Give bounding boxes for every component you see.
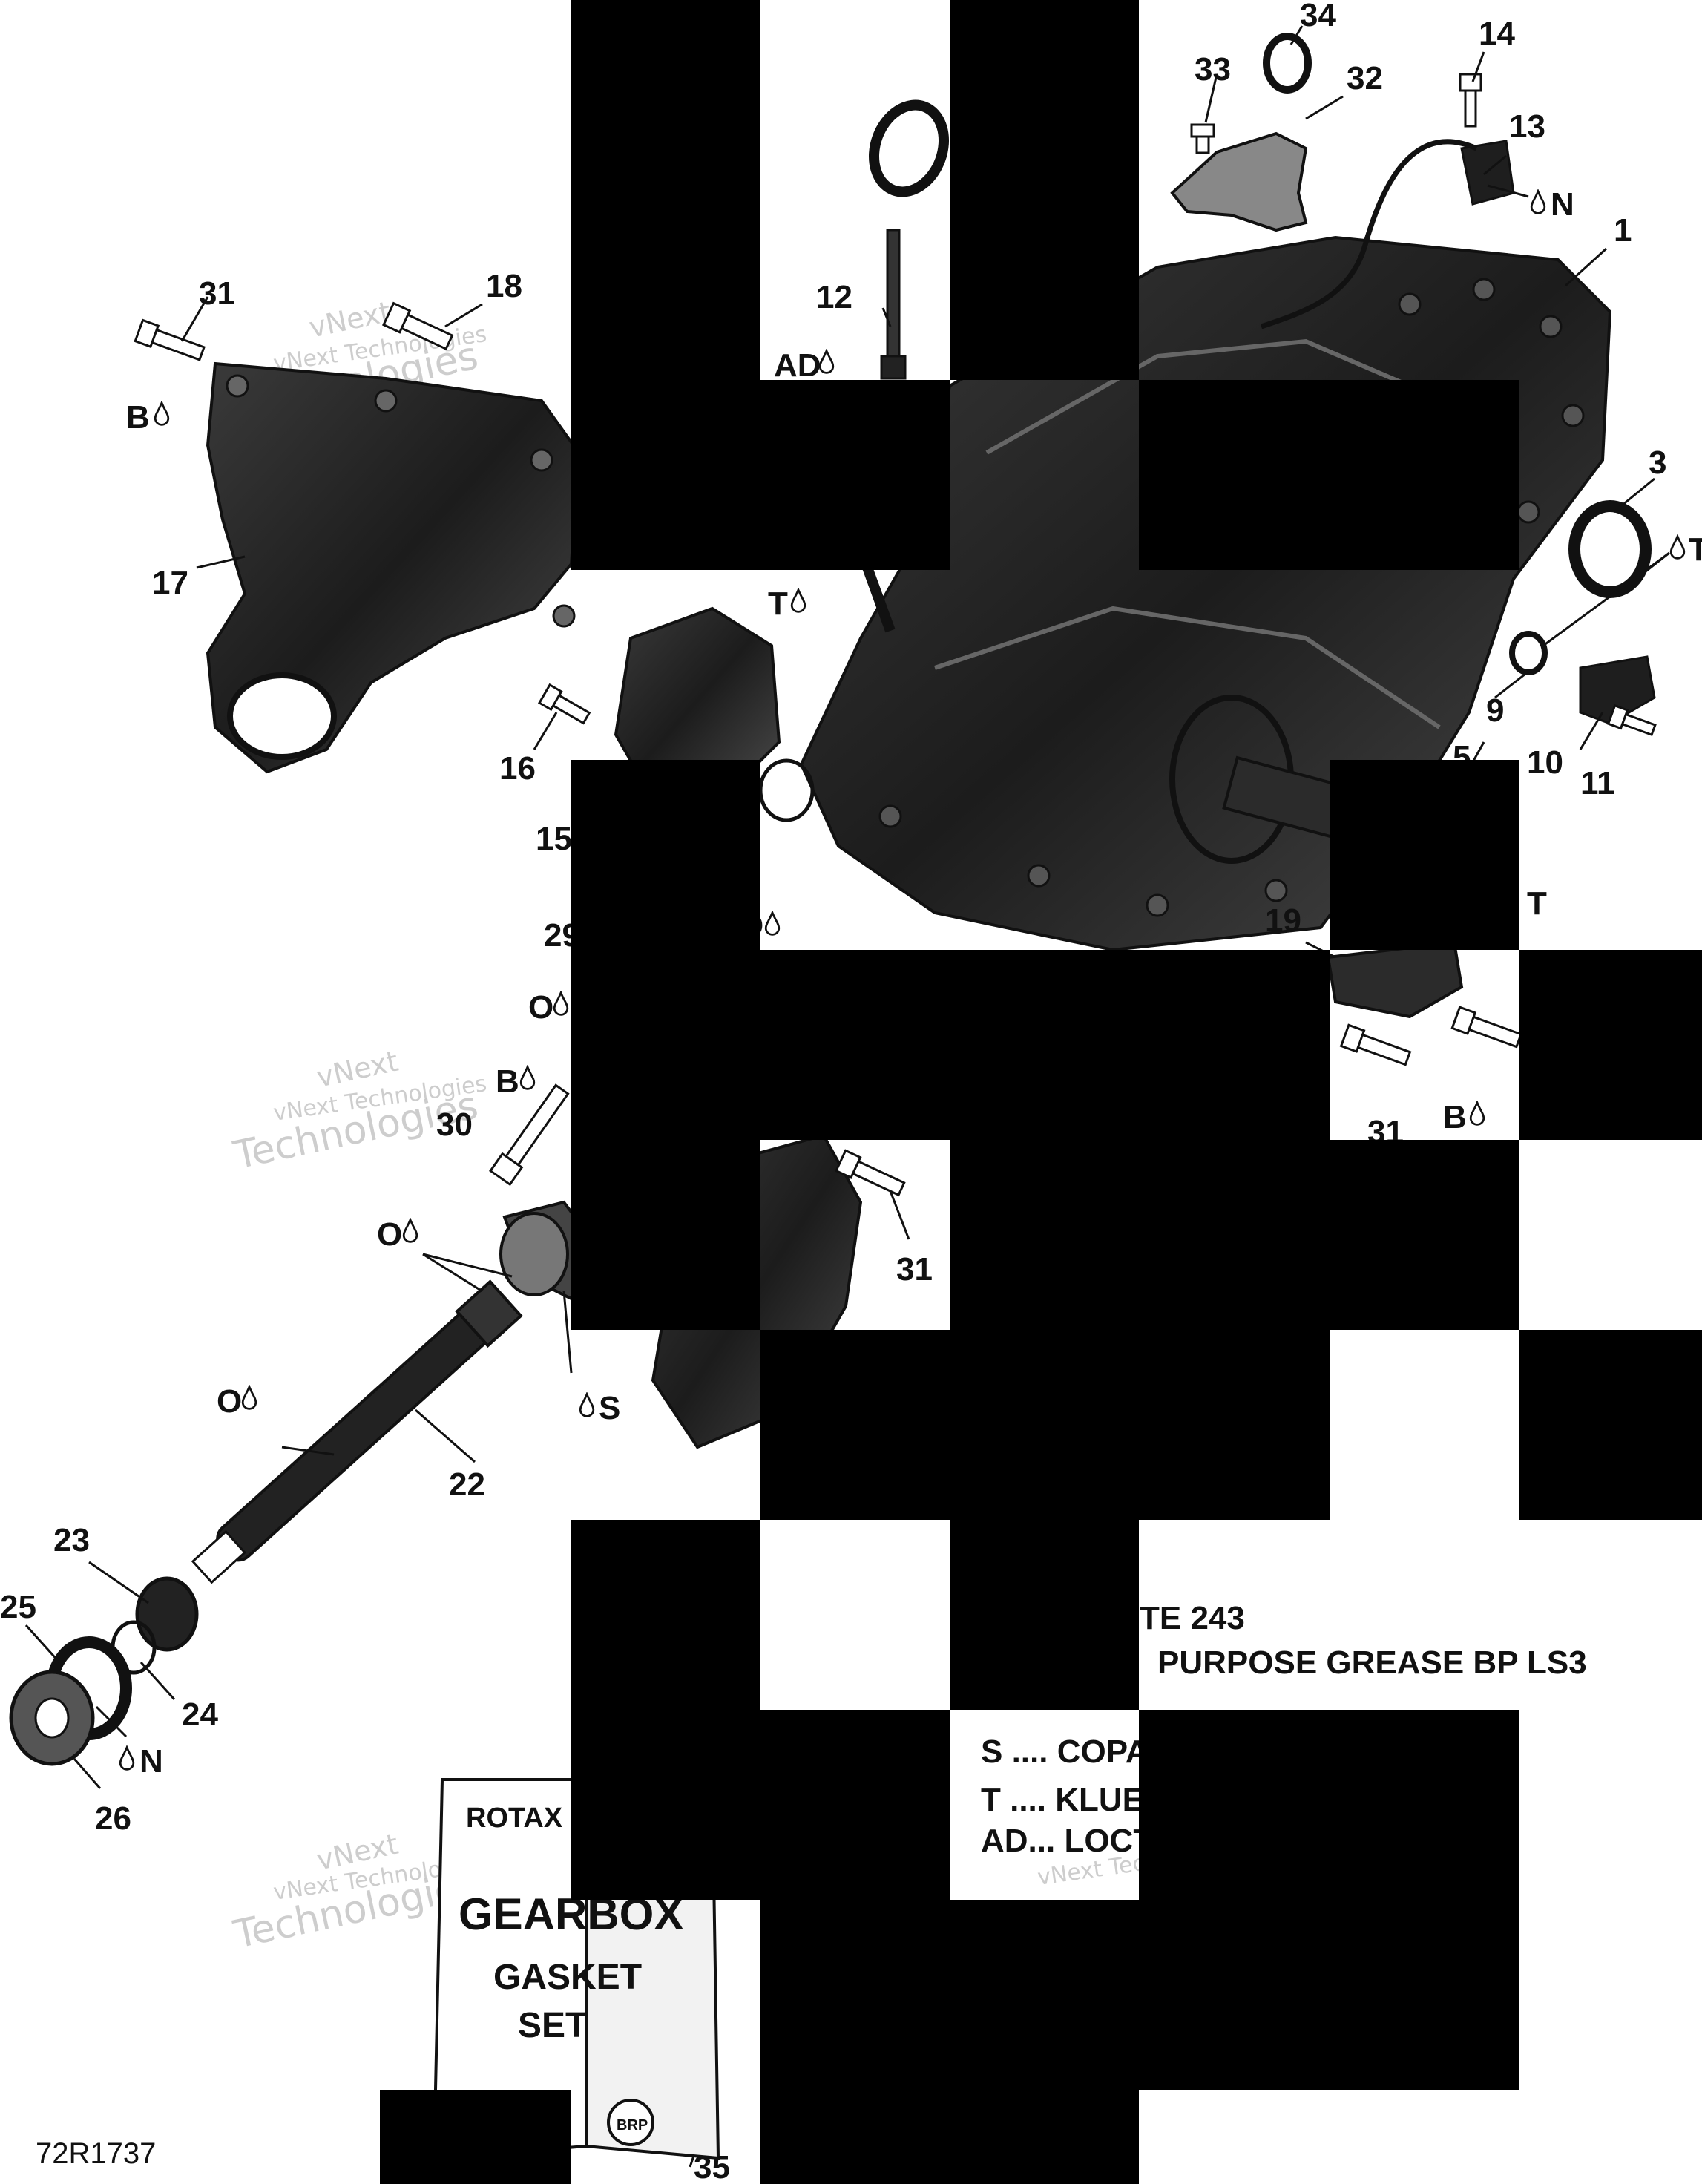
- drive-shaft: [191, 1279, 523, 1584]
- lube-mark-o: O: [377, 1216, 402, 1253]
- bolt: [134, 318, 206, 361]
- bolt: [537, 683, 591, 725]
- drop-icon: [764, 911, 781, 936]
- callout-3: 3: [1649, 445, 1666, 481]
- callout-10: 10: [1527, 744, 1563, 781]
- drop-icon: [402, 1219, 418, 1243]
- callout-31: 31: [896, 1251, 933, 1288]
- bolt: [1450, 1006, 1522, 1049]
- gasket-line-1: GASKET: [493, 1958, 642, 1997]
- shaft-seal: [135, 1576, 199, 1652]
- engine-mount-left: [206, 361, 581, 774]
- callout-25: 25: [0, 1589, 36, 1625]
- callout-12: 12: [816, 279, 852, 315]
- legend-line: PURPOSE GREASE BP LS3: [1157, 1644, 1587, 1681]
- callout-13: 13: [1509, 108, 1545, 145]
- lube-mark-t: T: [768, 586, 788, 622]
- gasket-line-2: SET: [518, 2006, 587, 2045]
- drop-icon: [1669, 535, 1686, 560]
- drop-icon: [790, 588, 806, 613]
- redaction-blocks: [380, 0, 1702, 2184]
- lube-mark-t: T: [1689, 531, 1702, 568]
- lube-mark-n: N: [139, 1743, 163, 1780]
- bolt: [834, 1149, 906, 1197]
- oil-seal: [868, 99, 950, 197]
- drop-icon: [579, 1393, 595, 1417]
- callout-23: 23: [53, 1522, 90, 1558]
- oil-seal: [1568, 500, 1652, 598]
- bolt: [488, 1083, 570, 1187]
- lifting-eye: [1263, 33, 1312, 94]
- callout-17: 17: [152, 565, 188, 601]
- bolt: [1606, 704, 1657, 737]
- gasket-brand: ROTAX: [466, 1803, 563, 1834]
- lube-mark-s: S: [599, 1390, 620, 1426]
- callout-22: 22: [449, 1466, 485, 1503]
- lube-mark-t: T: [1527, 885, 1547, 922]
- legend-line: TE 243: [1140, 1600, 1245, 1636]
- drop-icon: [553, 991, 569, 1016]
- lube-mark-b: B: [126, 399, 150, 436]
- callout-9: 9: [1486, 692, 1504, 729]
- callout-18: 18: [486, 268, 522, 304]
- leader-lines: [24, 25, 1670, 1789]
- callout-32: 32: [1347, 60, 1383, 96]
- legend-line: T .... KLUEB: [981, 1782, 1168, 1818]
- engine-mount-right: [1326, 940, 1464, 1019]
- drop-icon: [154, 401, 170, 426]
- bolt: [1459, 73, 1482, 128]
- callouts: 1 3 5 9 10 11 12 13 14 15 16 17 18 19 22…: [0, 0, 1666, 2184]
- speed-sensor: [1579, 655, 1656, 725]
- drop-icon: [241, 1386, 257, 1410]
- callout-16: 16: [499, 750, 536, 787]
- callout-34: 34: [1300, 0, 1336, 33]
- drop-icon: [1469, 1101, 1485, 1126]
- diagram-code: 72R1737: [36, 2137, 156, 2170]
- lube-mark-ad: AD: [774, 347, 821, 384]
- lube-mark-b: B: [496, 1063, 519, 1100]
- bolt: [381, 301, 454, 351]
- brp-logo-icon: [607, 2099, 654, 2146]
- callout-24: 24: [182, 1696, 218, 1733]
- lube-mark-o: O: [217, 1383, 242, 1420]
- washer: [1509, 631, 1548, 675]
- bolt: [1190, 123, 1215, 154]
- callout-1: 1: [1614, 212, 1632, 249]
- callout-15: 15: [536, 821, 572, 857]
- drop-icon: [818, 350, 835, 374]
- drop-icon: [519, 1066, 536, 1090]
- callout-33: 33: [1195, 51, 1231, 88]
- lubricant-legend: TE 243 PURPOSE GREASE BP LS3 S .... COPA…: [981, 1600, 1587, 1859]
- lube-marks: AD B T T N T O B O S O N B O: [119, 186, 1702, 1780]
- lube-mark-b: B: [1443, 1099, 1467, 1135]
- callout-19: 19: [1265, 902, 1301, 939]
- callout-30: 30: [436, 1106, 473, 1143]
- bolt: [1339, 1023, 1412, 1066]
- callout-31: 31: [199, 275, 235, 312]
- lube-mark-o: O: [528, 989, 553, 1026]
- drop-icon: [1530, 190, 1546, 214]
- callout-11: 11: [1580, 765, 1615, 801]
- callout-14: 14: [1479, 16, 1515, 52]
- drop-icon: [119, 1746, 135, 1771]
- legend-line: AD... LOCTI: [981, 1823, 1162, 1859]
- o-ring: [758, 758, 815, 822]
- gasket-logo: BRP: [617, 2117, 648, 2134]
- lube-mark-n: N: [1551, 186, 1574, 223]
- callout-26: 26: [95, 1800, 131, 1837]
- mounting-bracket: [1170, 131, 1308, 232]
